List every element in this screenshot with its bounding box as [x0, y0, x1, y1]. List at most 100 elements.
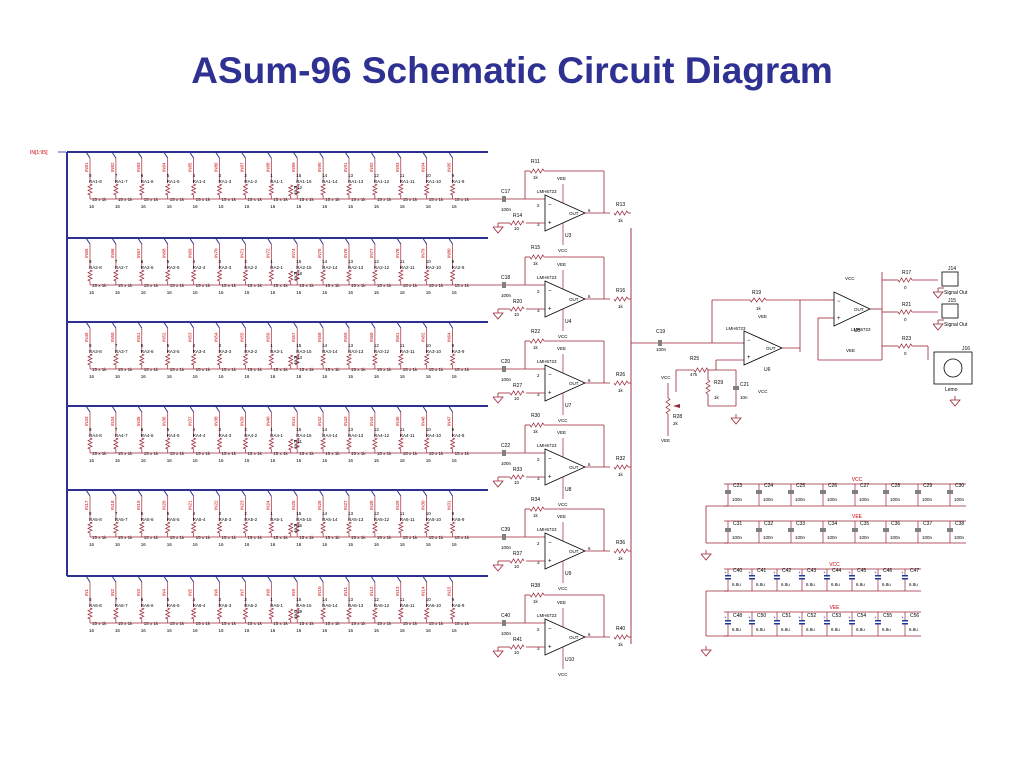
- network-value: 15 x 1k: [144, 197, 159, 202]
- network-ref: RA6-4: [193, 603, 206, 608]
- network-resistor: [113, 521, 119, 534]
- bypass-vcc-6u8-ref: C46: [883, 568, 892, 574]
- opamp-u6: [743, 330, 783, 366]
- network-value: 15 x 1k: [429, 283, 444, 288]
- polarity-mark: +: [823, 615, 826, 620]
- network-pin: 16: [374, 542, 380, 547]
- network-value: 15 x 1k: [377, 621, 392, 626]
- bypass-vcc-100n-ref: C23: [733, 483, 742, 489]
- input-bus-label: IN[1:95]: [30, 150, 48, 156]
- capacitor-plate: [875, 620, 881, 622]
- vcc-label: VCC: [758, 389, 768, 394]
- network-value: 15 x 1k: [92, 621, 107, 626]
- pin-number: 6: [588, 462, 591, 467]
- network-pin: 16: [89, 290, 95, 295]
- network-pin: 16: [426, 458, 432, 463]
- network-value: 15 x 1k: [92, 451, 107, 456]
- pin-number: 3: [219, 511, 222, 516]
- bypass-vee-6u8-ref: C52: [807, 613, 816, 619]
- network-value: 15 x 1k: [92, 367, 107, 372]
- pin-number: 10: [426, 427, 432, 432]
- network-resistor: [294, 607, 301, 620]
- feedback-ref: R30: [531, 413, 540, 419]
- net-name: IN85: [188, 162, 193, 172]
- network-resistor: [294, 183, 301, 196]
- network-pin: 16: [400, 628, 406, 633]
- net-name: IN36: [162, 416, 167, 426]
- network-resistor: [113, 437, 119, 450]
- network-ref: RA6-13: [348, 603, 364, 608]
- network-resistor: [449, 521, 456, 534]
- ground-icon: [492, 564, 504, 572]
- network-pin: 16: [244, 628, 250, 633]
- bus-entry: [318, 237, 324, 245]
- network-pin: 16: [219, 542, 225, 547]
- bypass-vee-100n-ref: C37: [923, 521, 932, 527]
- bus-entry: [422, 489, 428, 497]
- opamp-u8: [544, 448, 586, 486]
- feedback-value: 1k: [533, 345, 539, 350]
- bus-entry: [370, 405, 376, 413]
- bypass-vcc-100n-value: 100n: [827, 497, 838, 502]
- output-resistor-value: 0: [904, 285, 907, 290]
- network-resistor: [294, 269, 301, 282]
- network-resistor: [397, 521, 404, 534]
- bus-entry: [163, 575, 169, 583]
- c21-value: 10n: [740, 395, 748, 400]
- opamp-plus: +: [548, 221, 552, 227]
- net-name: IN26: [317, 500, 322, 510]
- network-ref: RA1-7: [115, 179, 128, 184]
- network-value: 15 x 1k: [222, 621, 237, 626]
- vee-label: VEE: [557, 262, 566, 267]
- network-pin: 16: [270, 290, 276, 295]
- network-resistor: [449, 607, 456, 620]
- network-pin: 16: [219, 458, 225, 463]
- pin-number: 11: [400, 597, 405, 602]
- network-value: 15 x 1k: [273, 451, 288, 456]
- bus-entry: [85, 321, 91, 329]
- bypass-vcc-6u8-ref: C42: [782, 568, 791, 574]
- capacitor-plate: [849, 620, 855, 622]
- net-name: IN65: [84, 248, 89, 258]
- bypass-vcc-100n-ref: C24: [764, 483, 773, 489]
- network-pin: 16: [193, 628, 199, 633]
- network-ref: RA5-14: [322, 517, 338, 522]
- polarity-mark: +: [724, 570, 727, 575]
- net-name: IN83: [136, 162, 141, 172]
- network-ref: RA1-5: [167, 179, 180, 184]
- bypass-vcc-6u8-ref: C43: [807, 568, 816, 574]
- network-ref: RA1-15: [296, 179, 312, 184]
- network-resistor: [320, 269, 326, 282]
- network-value: 15 x 1k: [247, 451, 262, 456]
- net-name: IN41: [291, 416, 296, 426]
- ground-icon: [932, 291, 944, 299]
- network-value: 15 x 1k: [429, 535, 444, 540]
- net-name: IN62: [421, 332, 426, 342]
- pin-number: 15: [296, 173, 302, 178]
- pin-number: 2: [537, 373, 540, 378]
- opamp-ref: U4: [565, 319, 572, 325]
- network-ref: RA2-2: [244, 265, 257, 270]
- network-value: 15 x 1k: [299, 283, 314, 288]
- network-resistor: [242, 183, 249, 196]
- network-pin: 16: [193, 204, 199, 209]
- network-value: 15 x 1k: [377, 197, 392, 202]
- network-pin: 16: [322, 290, 328, 295]
- bypass-vcc-100n-ref: C28: [891, 483, 900, 489]
- net-name: IN2: [110, 589, 115, 597]
- network-value: 15 x 1k: [144, 621, 159, 626]
- net-name: IN86: [214, 162, 219, 172]
- bypass-vcc-100n-ref: C26: [828, 483, 837, 489]
- bus-entry: [448, 405, 454, 413]
- pin-number: 6: [141, 511, 144, 516]
- network-resistor: [87, 183, 93, 196]
- bypass-vcc-6u8-rail-label: VCC: [829, 562, 840, 568]
- bus-entry: [344, 489, 350, 497]
- pin-number: 7: [115, 511, 118, 516]
- coupling-cap-ref: C19: [656, 329, 665, 335]
- network-ref: RA6-9: [452, 603, 465, 608]
- network-resistor: [190, 269, 197, 282]
- polarity-mark: +: [773, 570, 776, 575]
- pin-number: 6: [588, 546, 591, 551]
- network-resistor: [320, 607, 326, 620]
